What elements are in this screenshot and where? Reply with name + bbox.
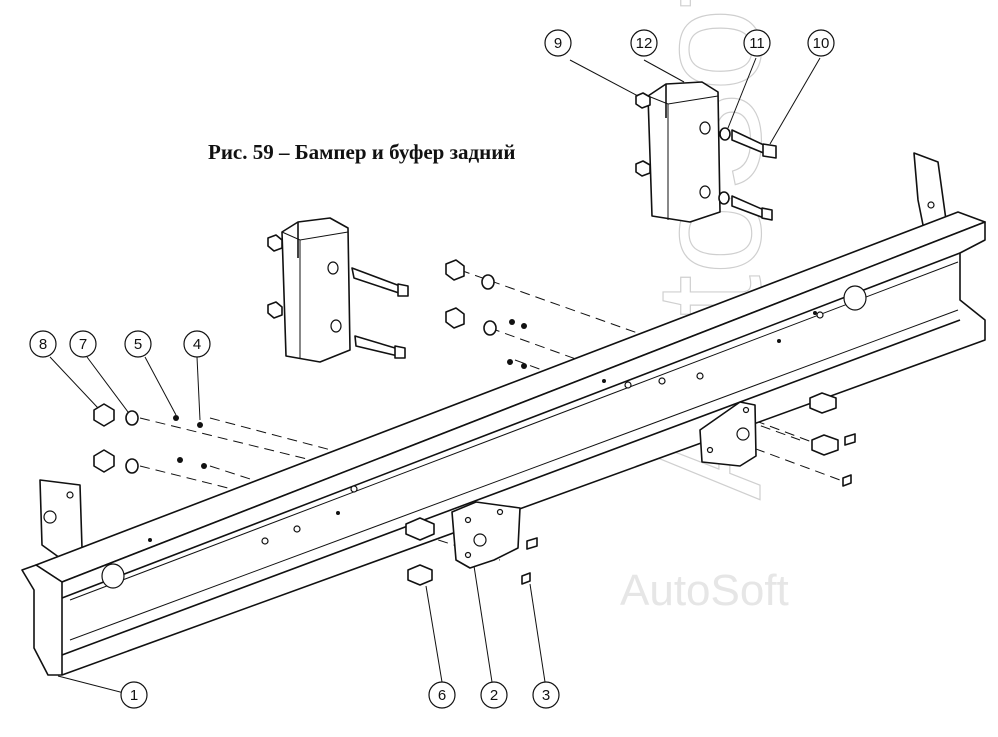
callout-1: 1 [120, 681, 148, 709]
callout-5: 5 [124, 330, 152, 358]
leader-lines [49, 57, 821, 695]
figure-title: Рис. 59 – Бампер и буфер задний [208, 140, 516, 164]
rubber-buffer-left [267, 217, 527, 369]
watermark-autosoft-small: AutoSoft [620, 566, 789, 615]
svg-text:1: 1 [130, 687, 138, 704]
screws-part-3 [521, 433, 856, 585]
svg-text:2: 2 [490, 687, 498, 704]
svg-text:6: 6 [438, 687, 446, 704]
mounting-bracket-right [699, 401, 757, 467]
svg-text:3: 3 [542, 687, 550, 704]
svg-text:5: 5 [134, 336, 142, 353]
svg-text:11: 11 [749, 35, 765, 52]
mounting-bracket-left [451, 501, 521, 569]
bolts-part-6 [405, 392, 839, 586]
fasteners-left [93, 403, 207, 474]
callout-10: 10 [807, 29, 835, 57]
svg-text:10: 10 [813, 35, 830, 52]
svg-text:9: 9 [554, 35, 562, 52]
callout-6: 6 [428, 681, 456, 709]
callout-12: 12 [630, 29, 658, 57]
bumper-beam [21, 152, 986, 676]
callout-11: 11 [743, 29, 771, 57]
svg-text:4: 4 [193, 336, 201, 353]
svg-text:7: 7 [79, 336, 87, 353]
rubber-buffer-right [635, 81, 777, 223]
callouts: 1 2 3 4 5 6 7 8 9 10 11 12 [29, 29, 835, 709]
svg-text:12: 12 [636, 35, 653, 52]
callout-9: 9 [544, 29, 572, 57]
callout-3: 3 [532, 681, 560, 709]
callout-8: 8 [29, 330, 57, 358]
svg-text:8: 8 [39, 336, 47, 353]
callout-4: 4 [183, 330, 211, 358]
callout-7: 7 [69, 330, 97, 358]
callout-2: 2 [480, 681, 508, 709]
